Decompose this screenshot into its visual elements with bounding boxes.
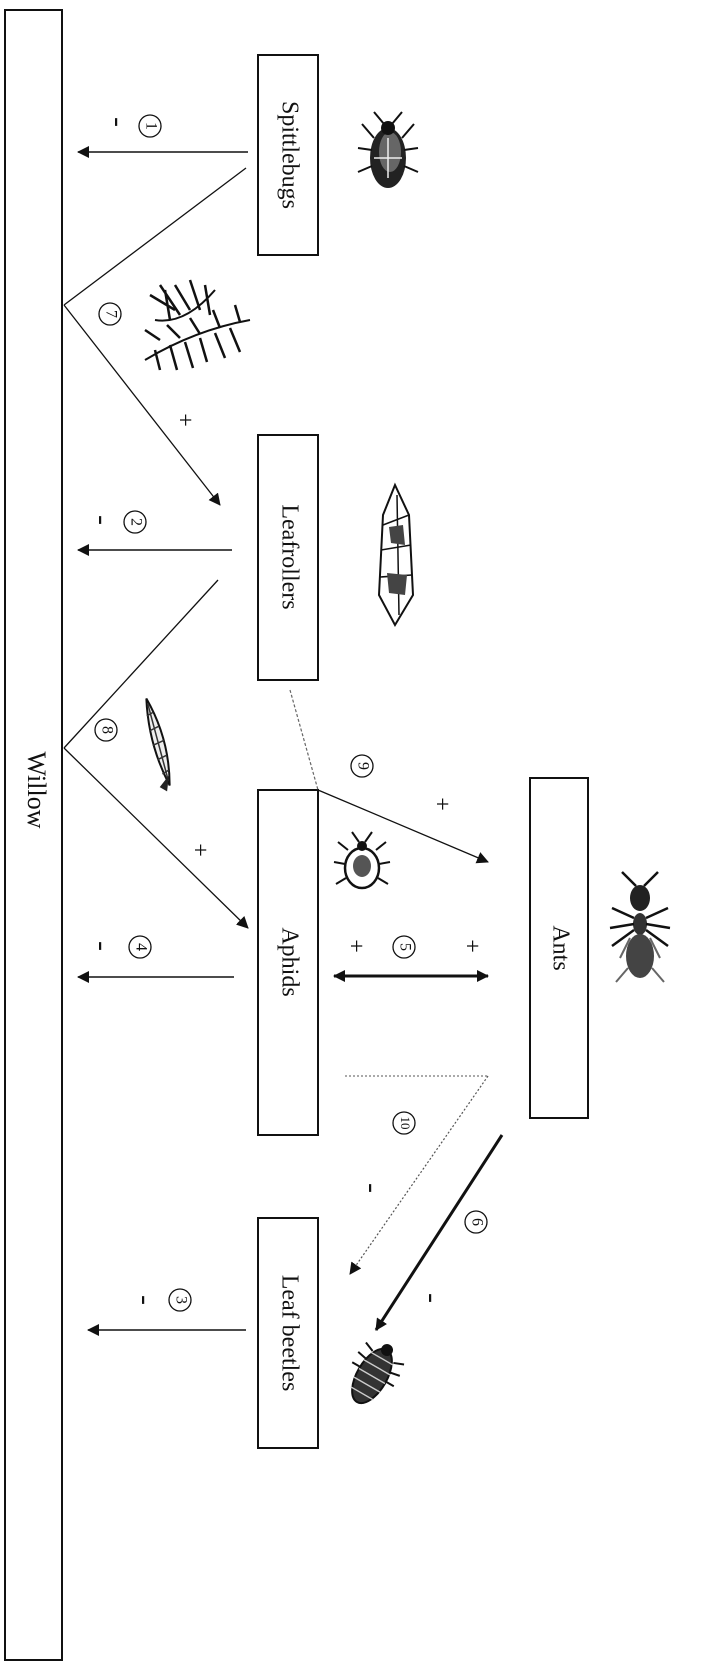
interaction-4-sign: - xyxy=(86,941,119,951)
interaction-5: + + 5 xyxy=(333,935,489,982)
interaction-9: 9 + xyxy=(289,689,489,864)
interaction-2-number: 2 xyxy=(127,518,144,526)
ants-label: Ants xyxy=(547,925,573,970)
interaction-3-sign: - xyxy=(129,1295,162,1305)
interaction-5-number: 5 xyxy=(396,943,413,951)
interaction-2: - 2 xyxy=(77,510,232,556)
spittlebug-icon xyxy=(357,111,419,188)
interaction-6-number: 6 xyxy=(468,1218,485,1226)
ants-box xyxy=(529,777,589,1119)
interaction-3: - 3 xyxy=(87,1288,246,1336)
aphids-label: Aphids xyxy=(276,927,302,996)
interaction-9-number: 9 xyxy=(354,762,371,770)
interaction-10-number: 10 xyxy=(398,1117,413,1130)
interaction-7-number: 7 xyxy=(102,310,119,318)
spittlebugs-label: Spittlebugs xyxy=(276,101,302,209)
rolled-leaf-icon xyxy=(145,698,171,792)
interaction-2-sign: - xyxy=(86,515,119,525)
interaction-8-number: 8 xyxy=(98,726,115,734)
leafrollers-box xyxy=(257,434,319,681)
leafrollers-label: Leafrollers xyxy=(276,504,302,609)
leaf-beetles-box xyxy=(257,1217,319,1449)
aphid-icon xyxy=(333,831,391,890)
interaction-10: 10 - xyxy=(345,1075,489,1275)
leaf-beetle-larva-icon xyxy=(350,1341,405,1405)
interaction-1-number: 1 xyxy=(142,122,159,130)
spittlebugs-box xyxy=(257,54,319,256)
interaction-9-sign: + xyxy=(428,797,454,811)
interaction-5-sign-ants: + xyxy=(458,939,484,953)
aphids-box xyxy=(257,789,319,1136)
interaction-1: - 1 xyxy=(77,114,248,158)
interaction-7: 7 + xyxy=(63,167,247,506)
interaction-7-sign: + xyxy=(171,413,197,427)
interaction-4: - 4 xyxy=(77,935,234,983)
interaction-8: 8 + xyxy=(63,579,249,929)
willow-box xyxy=(4,9,63,1661)
ant-icon xyxy=(609,871,671,983)
interaction-8-sign: + xyxy=(186,843,212,857)
willow-foliage-icon xyxy=(144,279,251,371)
interaction-6: 6 - xyxy=(374,1134,504,1331)
willow-label: Willow xyxy=(22,752,51,829)
leafroller-moth-icon xyxy=(377,482,415,628)
interaction-6-sign: - xyxy=(416,1293,449,1303)
interaction-4-number: 4 xyxy=(132,943,149,951)
interaction-5-sign-aphids: + xyxy=(342,939,368,953)
interaction-10-sign: - xyxy=(356,1183,389,1193)
interaction-3-number: 3 xyxy=(172,1296,189,1304)
interaction-1-sign: - xyxy=(102,117,135,127)
leaf-beetles-label: Leaf beetles xyxy=(276,1275,302,1392)
